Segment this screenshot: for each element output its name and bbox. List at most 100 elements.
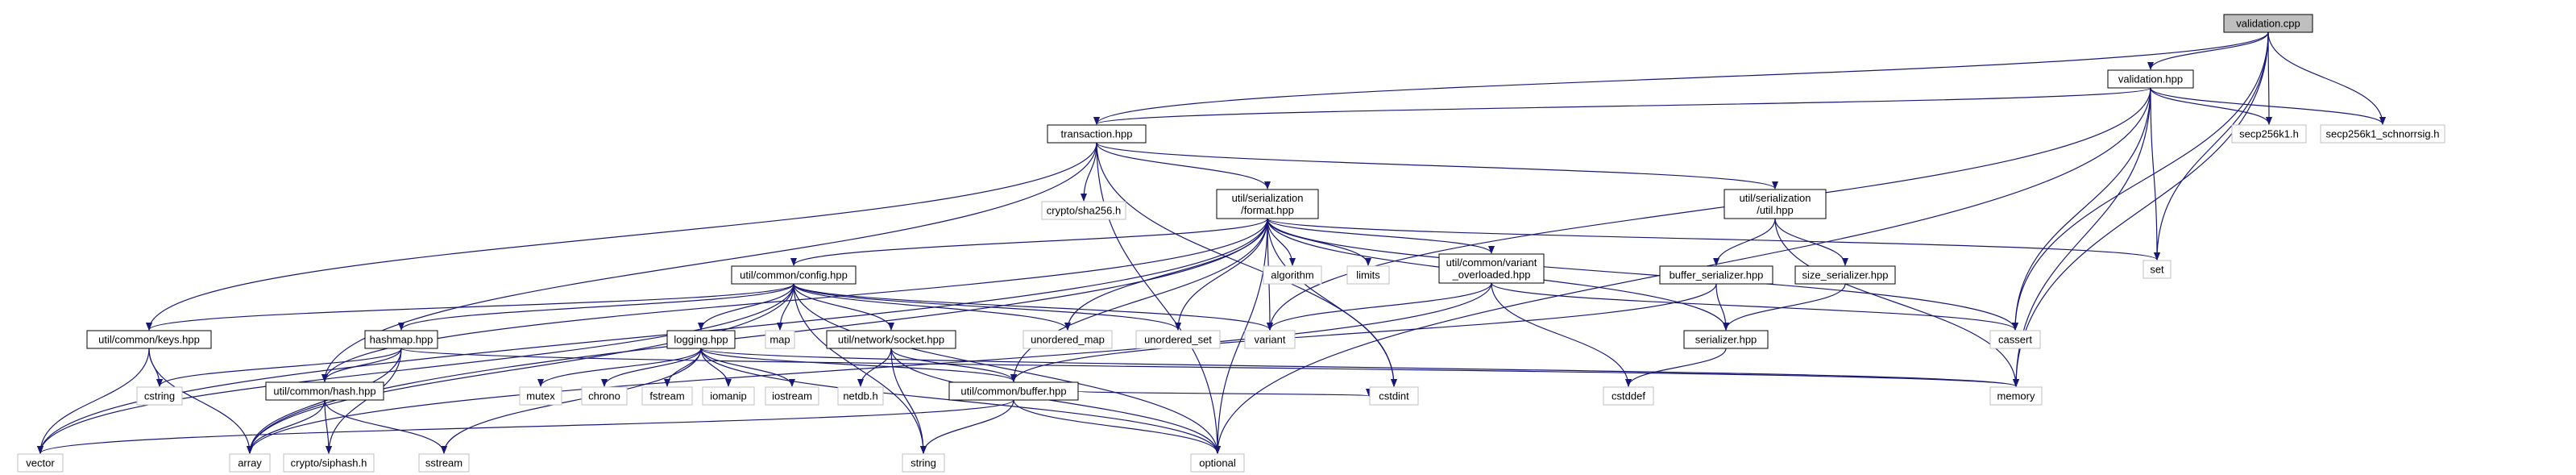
- node-label: map: [769, 334, 790, 346]
- edge-config-to-keys: [146, 283, 794, 331]
- edge-validation-cpp-to-secp-schnorr: [2267, 31, 2386, 125]
- edge-ser-format-to-unordered-map: [1064, 218, 1268, 331]
- node-label: validation.hpp: [2118, 73, 2183, 85]
- edge-ser-format-to-hash: [321, 218, 1268, 382]
- node-box: [1216, 189, 1319, 219]
- edge-keys-to-array: [148, 348, 253, 454]
- node-string: string: [902, 453, 945, 473]
- edge-validation-hpp-to-transaction-hpp: [1093, 87, 2151, 125]
- node-variant-ov[interactable]: util/common/variant_overloaded.hpp: [1438, 253, 1545, 284]
- node-transaction-hpp[interactable]: transaction.hpp: [1047, 124, 1147, 144]
- node-hash[interactable]: util/common/hash.hpp: [265, 381, 384, 401]
- node-secp256k1-h: secp256k1.h: [2231, 124, 2307, 144]
- edge-ser-format-to-array: [247, 218, 1268, 454]
- node-box: [2107, 69, 2194, 89]
- node-logging[interactable]: logging.hpp: [666, 330, 736, 349]
- edge-transaction-hpp-to-optional: [1096, 142, 1221, 454]
- edge-ser-format-to-cstdint: [1267, 218, 1397, 387]
- node-limits: limits: [1346, 265, 1390, 285]
- edge-logging-to-iomanip: [700, 348, 732, 387]
- edge-buffer-to-optional: [1013, 399, 1221, 454]
- node-box: [1438, 253, 1545, 284]
- node-hashmap[interactable]: hashmap.hpp: [364, 330, 438, 349]
- edge-buffer-to-vector: [37, 399, 1014, 454]
- node-label: util/common/variant: [1446, 256, 1537, 269]
- node-box: [418, 453, 470, 473]
- node-label: util/serialization: [1740, 192, 1811, 204]
- node-vector: vector: [17, 453, 64, 473]
- node-buffer-ser[interactable]: buffer_serializer.hpp: [1659, 265, 1773, 285]
- edge-transaction-hpp-to-ser-util: [1096, 142, 1778, 190]
- edge-validation-hpp-to-set: [2150, 87, 2160, 260]
- node-label: secp256k1_schnorrsig.h: [2326, 128, 2440, 140]
- edge-validation-hpp-to-secp256k1-h: [2150, 87, 2272, 125]
- edge-buffer-ser-to-serializer: [1715, 283, 1729, 331]
- edge-config-to-hashmap: [398, 283, 794, 331]
- node-box: [1683, 330, 1769, 349]
- edge-ser-util-to-memory: [1774, 218, 2019, 387]
- node-label: algorithm: [1271, 269, 1313, 281]
- edge-hash-to-crypto-siphash: [324, 399, 332, 454]
- edge-config-to-socket: [793, 283, 894, 331]
- edge-transaction-hpp-to-cstdint: [1096, 142, 1397, 387]
- node-validation-cpp[interactable]: validation.cpp: [2223, 14, 2313, 33]
- node-box: [731, 265, 857, 285]
- node-box: [1190, 453, 1245, 473]
- edge-logging-to-memory: [700, 348, 2019, 387]
- node-label: crypto/sha256.h: [1047, 205, 1122, 217]
- node-socket[interactable]: util/network/socket.hpp: [826, 330, 956, 349]
- edge-variant-ov-to-cassert: [1491, 282, 2018, 331]
- node-label: transaction.hpp: [1061, 128, 1133, 140]
- edge-serializer-to-cstddef: [1625, 348, 1727, 387]
- edge-size-ser-to-serializer: [1723, 283, 1846, 331]
- edge-config-to-unordered-map: [793, 283, 1071, 331]
- node-size-ser[interactable]: size_serializer.hpp: [1794, 265, 1896, 285]
- node-box: [765, 386, 819, 406]
- node-label: vector: [26, 457, 55, 469]
- node-fstream: fstream: [641, 386, 693, 406]
- node-algorithm: algorithm: [1263, 265, 1322, 285]
- node-box: [826, 330, 956, 349]
- edge-hashmap-to-crypto-siphash: [326, 348, 402, 454]
- edge-socket-to-string: [890, 348, 927, 454]
- node-box: [2223, 14, 2313, 33]
- edge-ser-format-to-set: [1267, 218, 2160, 260]
- node-validation-hpp[interactable]: validation.hpp: [2107, 69, 2194, 89]
- edge-validation-cpp-to-transaction-hpp: [1093, 31, 2269, 125]
- node-chrono: chrono: [581, 386, 628, 406]
- edge-transaction-hpp-to-keys: [146, 142, 1097, 331]
- node-box: [1346, 265, 1390, 285]
- node-keys[interactable]: util/common/keys.hpp: [86, 330, 212, 349]
- node-label: /format.hpp: [1241, 204, 1294, 216]
- node-config[interactable]: util/common/config.hpp: [731, 265, 857, 285]
- node-memory: memory: [1989, 386, 2043, 406]
- node-label: fstream: [649, 390, 684, 402]
- edge-keys-to-vector: [37, 348, 150, 454]
- node-box: [364, 330, 438, 349]
- node-box: [86, 330, 212, 349]
- node-netdb: netdb.h: [837, 386, 884, 406]
- node-ser-util[interactable]: util/serialization/util.hpp: [1724, 189, 1827, 219]
- edge-buffer-to-cstdint: [1077, 388, 1371, 397]
- node-ser-format[interactable]: util/serialization/format.hpp: [1216, 189, 1319, 219]
- node-buffer[interactable]: util/common/buffer.hpp: [948, 381, 1079, 401]
- node-label: array: [238, 457, 262, 469]
- node-label: util/common/config.hpp: [740, 269, 848, 281]
- node-iomanip: iomanip: [702, 386, 755, 406]
- node-label: chrono: [588, 390, 620, 402]
- node-box: [2320, 124, 2445, 144]
- edge-validation-cpp-to-cassert: [2012, 31, 2269, 331]
- node-label: set: [2150, 264, 2164, 276]
- node-label: cstring: [144, 390, 175, 402]
- node-label: util/common/hash.hpp: [273, 385, 375, 398]
- edge-config-to-array: [247, 283, 794, 454]
- node-label: unordered_set: [1144, 334, 1212, 346]
- node-secp-schnorr: secp256k1_schnorrsig.h: [2320, 124, 2445, 144]
- node-iostream: iostream: [765, 386, 819, 406]
- edge-ser-format-to-vector: [37, 218, 1268, 454]
- node-serializer[interactable]: serializer.hpp: [1683, 330, 1769, 349]
- node-map: map: [765, 330, 795, 349]
- edge-ser-format-to-variant-ov: [1267, 218, 1495, 254]
- node-cstring: cstring: [136, 386, 183, 406]
